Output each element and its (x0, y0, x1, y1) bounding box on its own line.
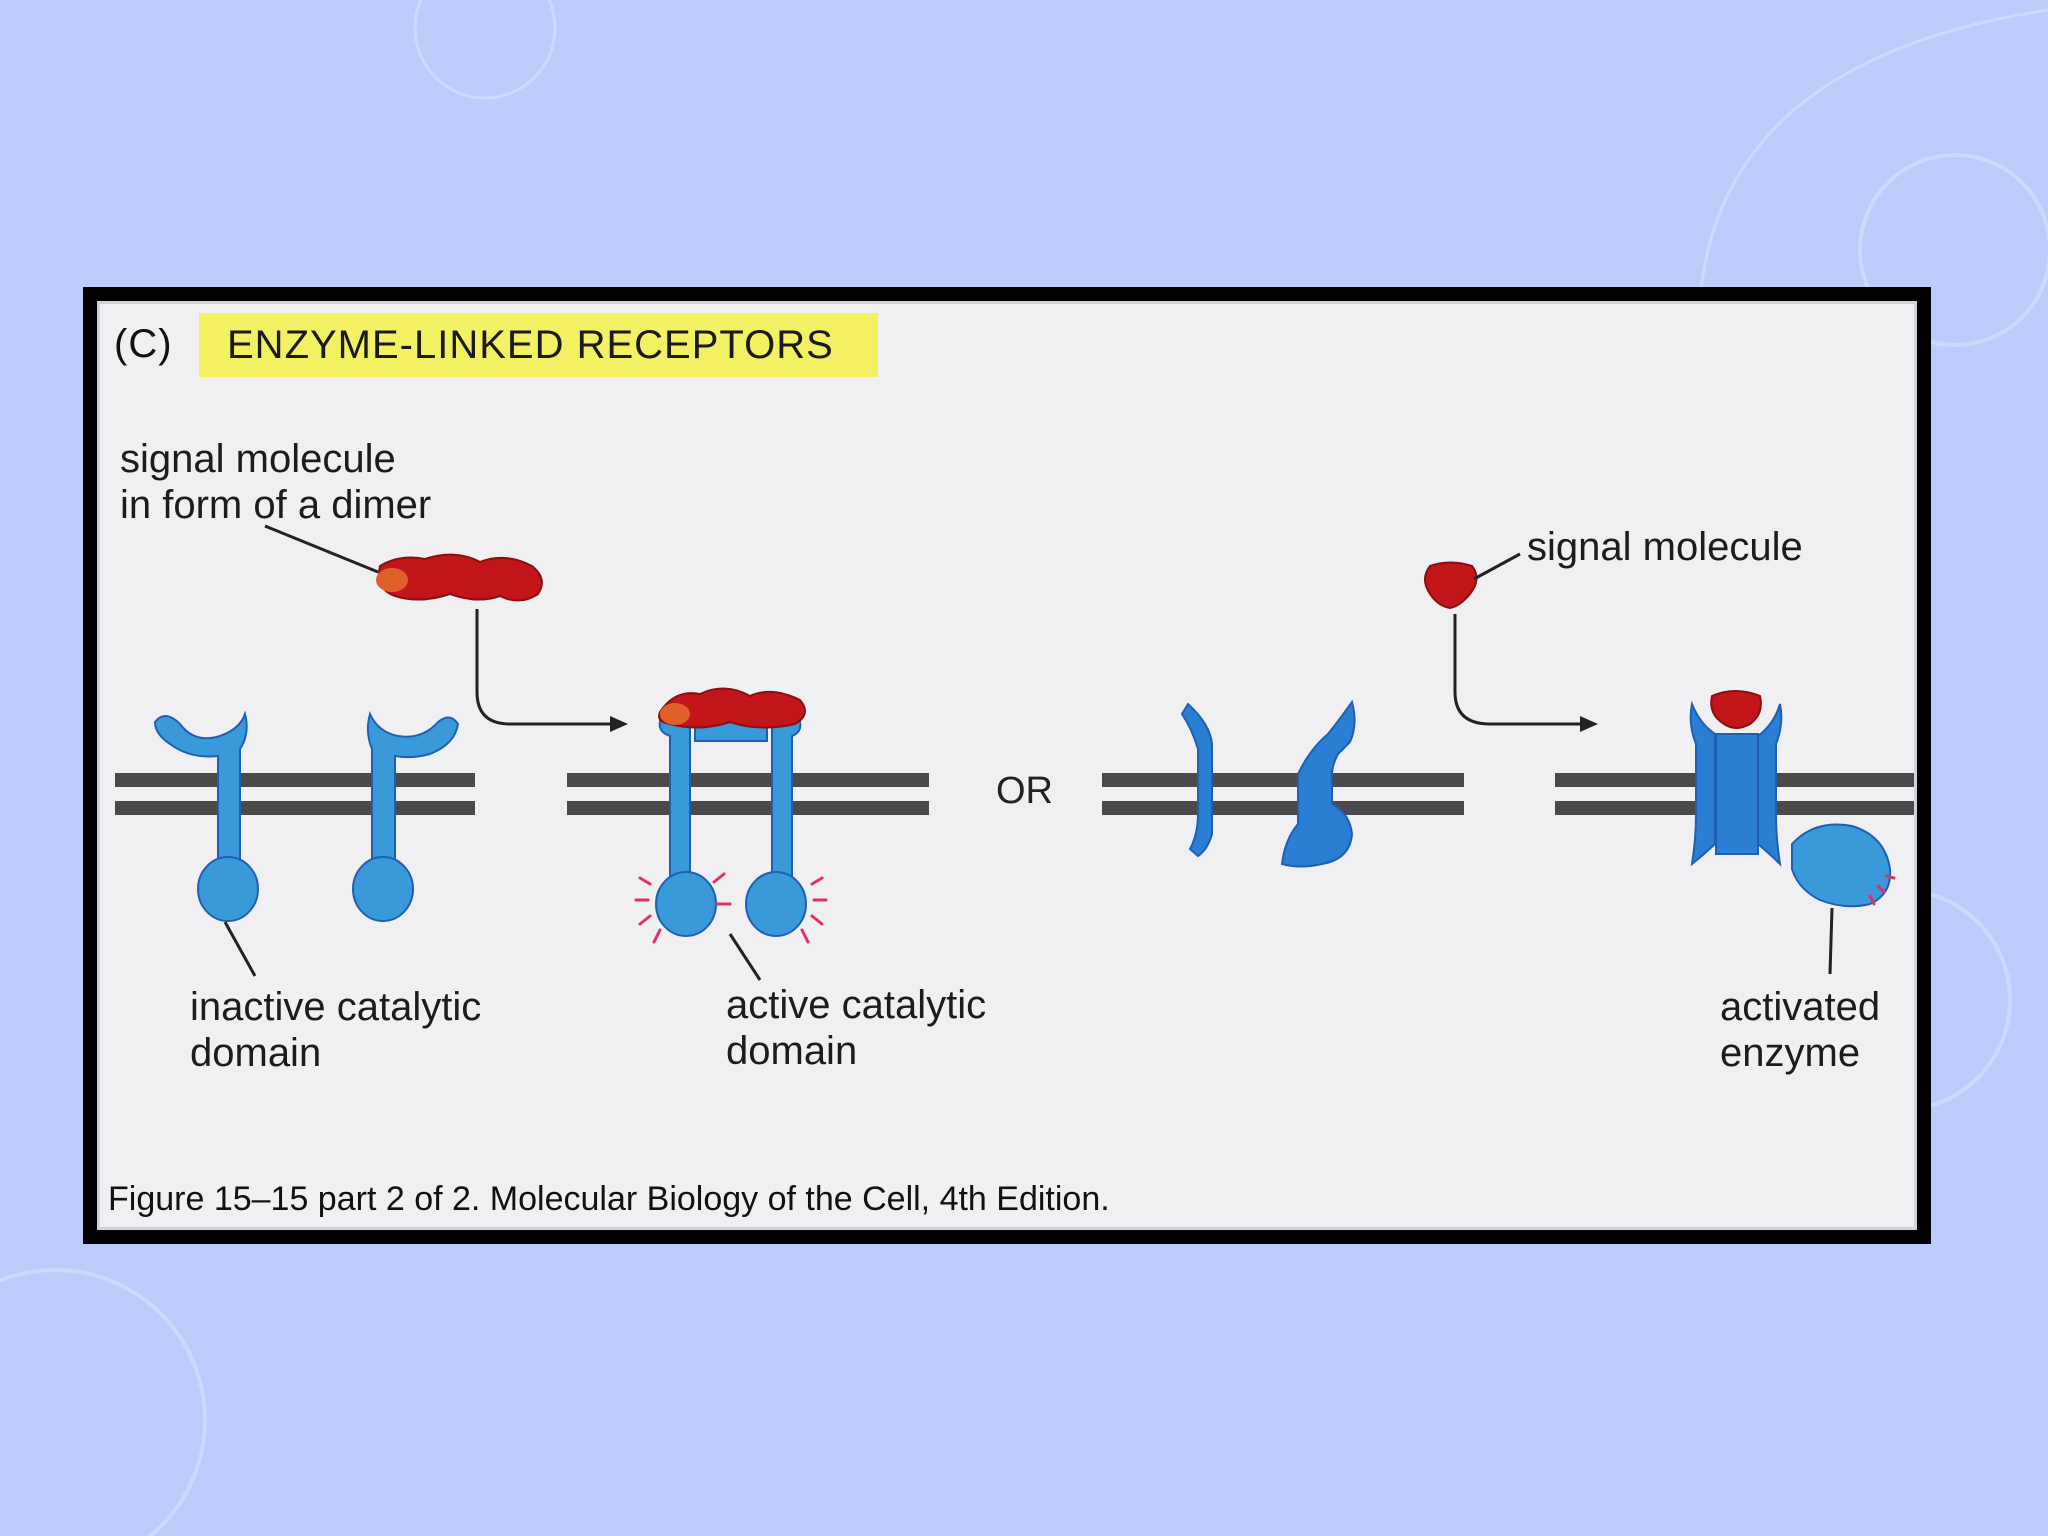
deco-circle (1858, 153, 2048, 347)
arrow-head-icon (610, 716, 628, 732)
receptor-diagram (115, 524, 1914, 981)
active-receptor-dimer (655, 706, 807, 937)
deco-arc (1698, 8, 2048, 301)
or-label: OR (996, 770, 1053, 812)
signal-molecule-bound-icon (1710, 690, 1762, 729)
panel-title: ENZYME-LINKED RECEPTORS (199, 313, 878, 377)
leader-line (264, 524, 379, 574)
figure-caption: Figure 15–15 part 2 of 2. Molecular Biol… (108, 1180, 1110, 1218)
leader-line (223, 921, 257, 977)
activated-enzyme-icon (1791, 823, 1896, 908)
label-signal-molecule: signal molecule (1527, 525, 1803, 569)
assembled-receptor (1689, 700, 1783, 867)
signal-dimer-bound-icon (658, 687, 806, 729)
arrow-head-icon (1580, 716, 1598, 732)
inactive-receptor-2 (352, 711, 460, 922)
signal-dimer-icon (376, 553, 543, 602)
deco-circle (0, 1268, 207, 1536)
membrane-segment-3 (1102, 773, 1464, 815)
arrow-path (1453, 614, 1580, 726)
leader-line (1828, 907, 1834, 975)
deco-circle (413, 0, 557, 100)
label-active-domain: active catalytic domain (726, 983, 987, 1073)
label-activated-enzyme: activated enzyme (1720, 985, 1881, 1075)
leader-line (1473, 552, 1521, 581)
signal-molecule-icon (1424, 561, 1478, 610)
arrow-path (475, 609, 610, 726)
label-signal-dimer: signal molecule in form of a dimer (120, 437, 432, 527)
membrane-segment-1 (115, 773, 475, 815)
phosphorylation-marks-icon (634, 872, 828, 944)
leader-line (728, 933, 762, 981)
figure-frame: (C) ENZYME-LINKED RECEPTORS signal molec… (83, 287, 1931, 1244)
receptor-half-right (1280, 699, 1356, 868)
figure-panel: (C) ENZYME-LINKED RECEPTORS signal molec… (97, 301, 1917, 1230)
receptor-half-left (1180, 702, 1213, 858)
panel-letter: (C) (114, 322, 173, 366)
label-inactive-domain: inactive catalytic domain (190, 985, 482, 1075)
membrane-segment-2 (567, 773, 929, 815)
inactive-receptor-1 (153, 710, 259, 922)
